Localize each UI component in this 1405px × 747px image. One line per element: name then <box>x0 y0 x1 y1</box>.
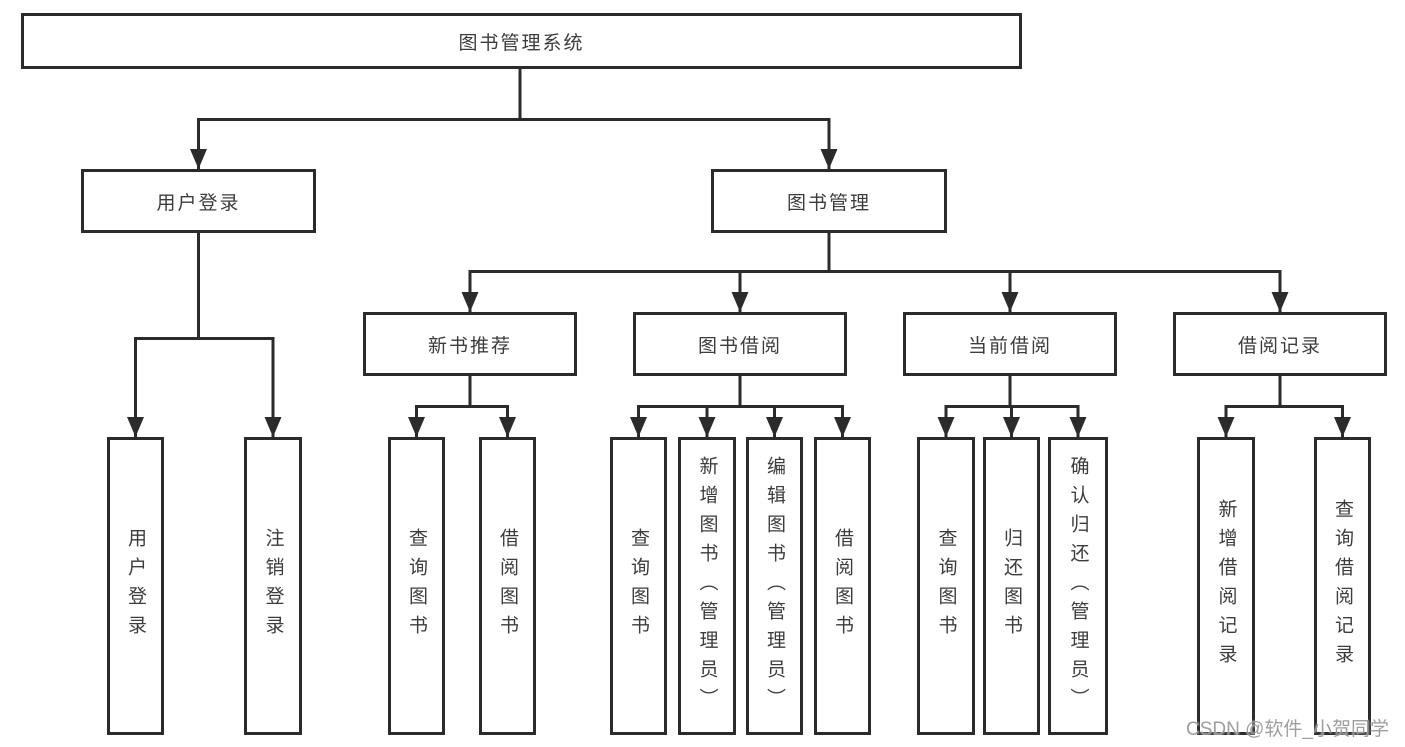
connector-root-split <box>190 118 838 169</box>
leaf-query-books-recommend: 查询图书 <box>388 437 445 735</box>
node-book-borrow: 图书借阅 <box>633 312 847 376</box>
node-user-login: 用户登录 <box>81 169 316 233</box>
connector-user-login-split <box>127 337 282 437</box>
connector-recommend-split <box>408 405 516 437</box>
connector-book-mgmt-split <box>461 270 1289 312</box>
leaf-query-borrow-record: 查询借阅记录 <box>1314 437 1371 735</box>
leaf-user-login: 用户登录 <box>107 437 164 735</box>
node-book-management: 图书管理 <box>711 169 947 233</box>
leaf-return-books: 归还图书 <box>983 437 1040 735</box>
connector-records-split <box>1217 405 1351 437</box>
node-current-borrow: 当前借阅 <box>903 312 1117 376</box>
leaf-confirm-return-admin: 确认归还（管理员） <box>1048 437 1108 735</box>
leaf-borrow-books-recommend: 借阅图书 <box>479 437 536 735</box>
leaf-query-books-borrow: 查询图书 <box>610 437 667 735</box>
csdn-watermark: CSDN @软件_小贺同学 <box>1186 719 1389 740</box>
leaf-add-books-admin: 新增图书（管理员） <box>678 437 736 735</box>
node-new-book-recommend: 新书推荐 <box>363 312 577 376</box>
node-root: 图书管理系统 <box>21 13 1022 69</box>
leaf-logout: 注销登录 <box>244 437 302 735</box>
leaf-edit-books-admin: 编辑图书（管理员） <box>746 437 803 735</box>
connector-current-split <box>937 405 1087 437</box>
leaf-add-borrow-record: 新增借阅记录 <box>1197 437 1255 735</box>
node-borrow-records: 借阅记录 <box>1173 312 1387 376</box>
connector-borrow-split <box>630 405 851 437</box>
leaf-borrow-books: 借阅图书 <box>814 437 871 735</box>
leaf-query-books-current: 查询图书 <box>917 437 975 735</box>
